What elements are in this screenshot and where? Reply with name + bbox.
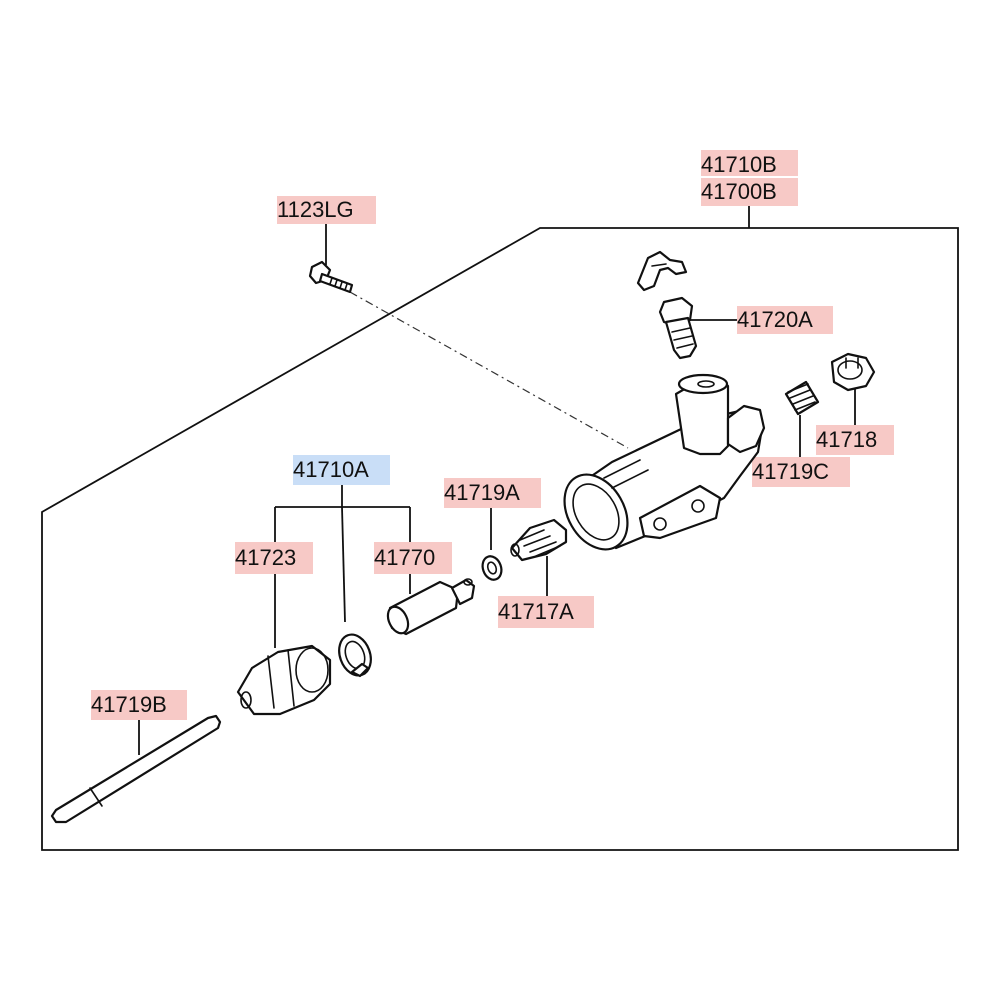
label-41719A[interactable]: 41719A xyxy=(444,480,520,505)
retaining-clip-part xyxy=(636,250,688,292)
label-41717A[interactable]: 41717A xyxy=(498,599,574,624)
bolt-alignment-line xyxy=(349,291,629,449)
push-rod-41719B-part xyxy=(50,714,222,824)
washer-41719A-part xyxy=(481,555,503,581)
label-41719C[interactable]: 41719C xyxy=(752,459,829,484)
boot-41717A-part xyxy=(510,518,568,562)
label-41720A[interactable]: 41720A xyxy=(737,307,813,332)
piston-41770-part xyxy=(386,578,476,636)
cap-41718-part xyxy=(830,352,876,392)
label-1123LG[interactable]: 1123LG xyxy=(277,197,354,222)
cylinder-housing-41710B-part xyxy=(563,373,766,551)
label-41719B[interactable]: 41719B xyxy=(91,692,167,717)
spring-41719C-part xyxy=(784,380,820,416)
label-boxes xyxy=(91,150,894,720)
label-41723[interactable]: 41723 xyxy=(235,545,296,570)
label-41710A[interactable]: 41710A xyxy=(293,457,369,482)
bleeder-plug-41720A-part xyxy=(658,296,698,360)
label-41710B[interactable]: 41710B xyxy=(701,152,777,177)
seal-boot-41723-part xyxy=(236,644,332,716)
leader-lines xyxy=(138,206,856,755)
label-41718[interactable]: 41718 xyxy=(816,427,877,452)
label-41700B[interactable]: 41700B xyxy=(701,179,777,204)
snap-ring-part xyxy=(338,633,372,678)
label-41770[interactable]: 41770 xyxy=(374,545,435,570)
bolt-1123LG-part xyxy=(308,260,354,294)
